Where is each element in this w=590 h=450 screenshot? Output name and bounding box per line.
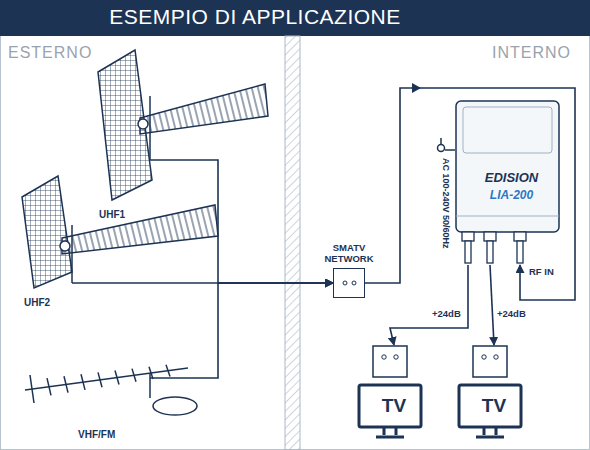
model-name: LIA-200 [455, 188, 568, 202]
uhf-antenna: UHF2 [20, 175, 140, 310]
vhf-fm-antenna: VHF/FM [20, 350, 190, 442]
uhf1-antenna [98, 50, 268, 200]
socket-holes [334, 269, 364, 297]
gain-label: +24dB [496, 308, 527, 319]
brand-name: EDISION [455, 170, 568, 185]
gain-label: +24dB [431, 308, 462, 319]
tv-symbol [458, 345, 530, 440]
amplifier: EDISION LIA-200 [455, 100, 568, 265]
network-label: SMATV NETWORK [324, 243, 373, 265]
tv-label: TV [358, 395, 430, 417]
tv-outlet: TV [358, 345, 430, 440]
signal-cable [365, 88, 575, 300]
wall [285, 36, 300, 450]
uhf-antenna: UHF1 [95, 60, 190, 222]
wall-socket: SMATV NETWORK [333, 268, 365, 298]
signal-cable [390, 265, 468, 345]
power-rating: AC 100-240V 50/60Hz [441, 158, 451, 249]
title: ESEMPIO DI APPLICAZIONE [0, 5, 510, 29]
signal-cable [190, 160, 333, 283]
port-label: RF IN [529, 266, 554, 277]
antenna-label: UHF2 [24, 297, 50, 308]
power-cord [438, 138, 456, 152]
vhf-fm-antenna [25, 365, 197, 415]
title-bar [0, 0, 590, 36]
region-label: INTERNO [492, 44, 571, 62]
antenna-label: UHF1 [99, 209, 125, 220]
tv-label: TV [458, 395, 530, 417]
tv-outlet: TV [458, 345, 530, 440]
signal-cable [190, 283, 333, 378]
uhf2-antenna [22, 176, 218, 288]
antenna-label: VHF/FM [78, 429, 115, 440]
tv-symbol [358, 345, 430, 440]
signal-cable [490, 265, 494, 345]
region-label: ESTERNO [8, 44, 92, 62]
